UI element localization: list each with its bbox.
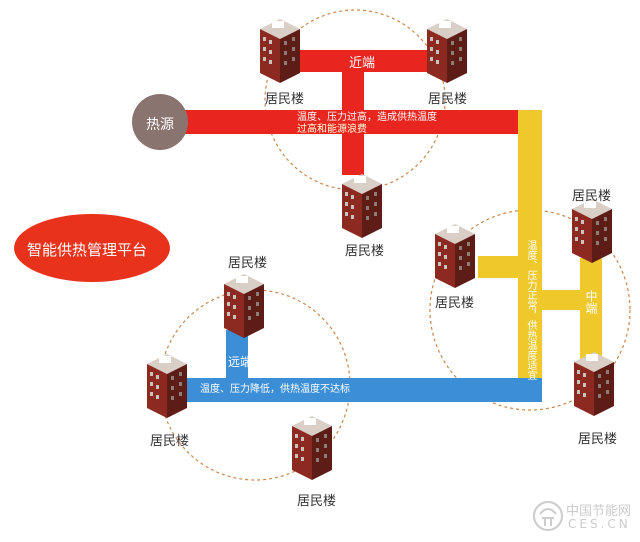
building-label: 居民楼 [428,92,468,107]
middle-label: 中端 [584,290,598,314]
platform-label: 智能供热管理平台 [27,241,148,259]
far-label: 远端 [228,355,253,369]
building-icon [572,348,616,418]
building-icon [340,170,384,240]
red-pipes [160,50,542,175]
building-icon [222,270,266,340]
near-note-2: 过高和能源浪费 [297,124,367,135]
building-icon [145,350,189,420]
building-label: 居民楼 [578,432,618,447]
building-icon [570,195,614,265]
platform-ellipse [14,214,170,282]
building-icon [433,220,477,290]
building-label: 居民楼 [265,92,305,107]
building-icon [425,15,469,85]
building-label: 居民楼 [572,189,612,204]
middle-note: 温度、压力正常，供热温度适宜 [525,240,536,380]
yellow-pipes [478,110,602,402]
watermark: 中国节能网 CES.CN [532,498,632,536]
building-icon [258,15,302,85]
heat-source-label: 热源 [146,117,174,133]
near-label: 近端 [349,56,376,71]
watermark-logo-icon [533,501,563,531]
building-label: 居民楼 [345,244,385,259]
blue-pipes [185,330,542,402]
building-label: 居民楼 [435,296,475,311]
near-note-1: 温度、压力过高，造成供热温度 [297,112,437,123]
building-label: 居民楼 [228,256,268,271]
building-icon [290,412,334,482]
near-zone-circle [264,9,446,191]
far-note: 温度、压力降低，供热温度不达标 [200,384,350,395]
heat-source-circle [132,94,188,150]
building-label: 居民楼 [150,434,190,449]
building-label: 居民楼 [297,494,337,509]
